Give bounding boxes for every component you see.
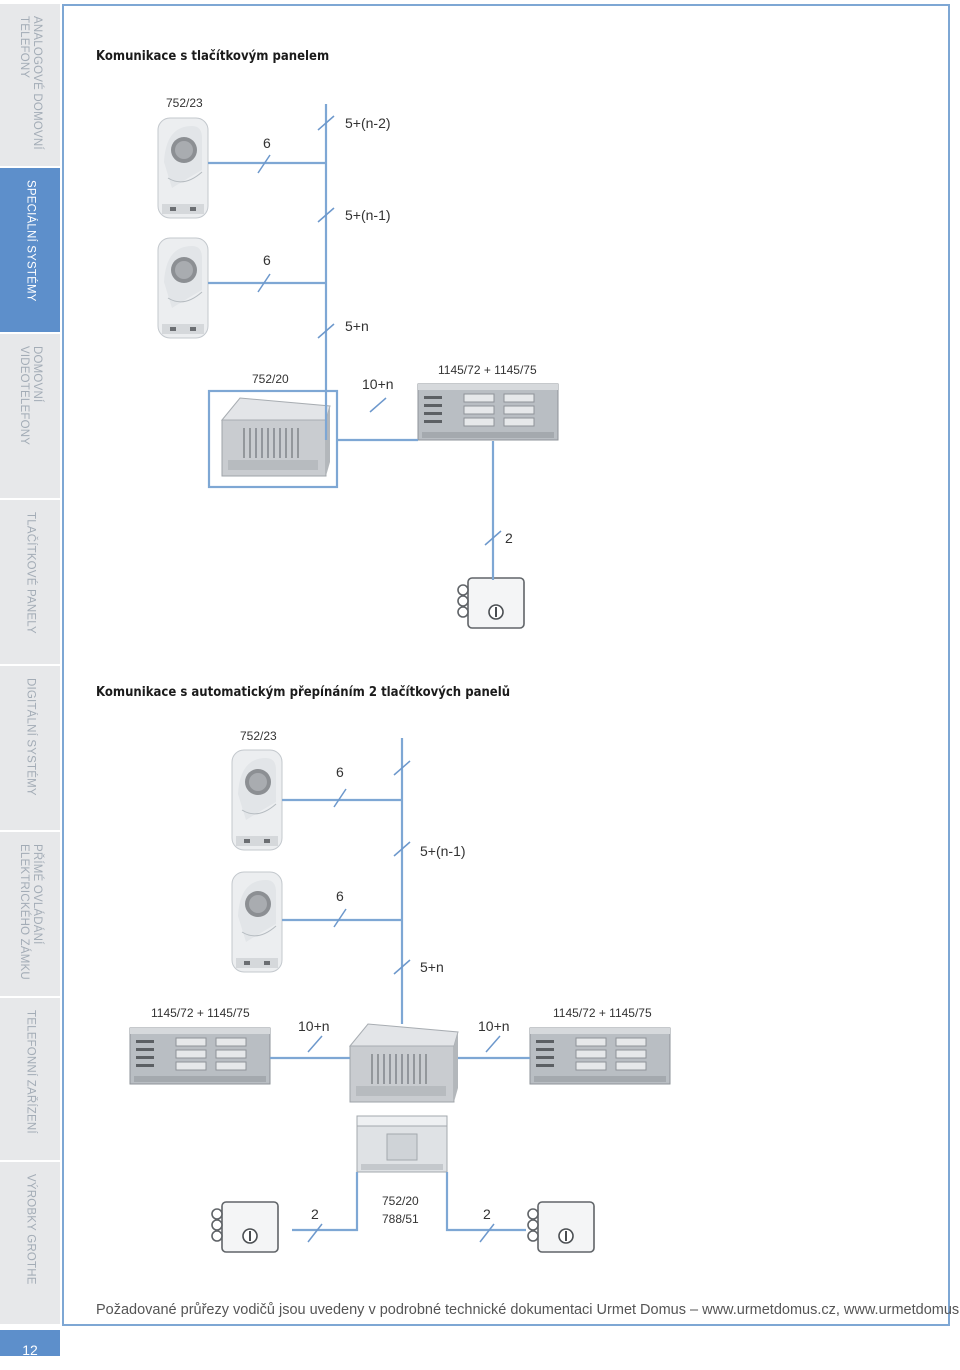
section1-title: Komunikace s tlačítkovým panelem <box>96 49 330 64</box>
handset-752-23-a <box>157 117 209 219</box>
handset-label: 752/23 <box>240 729 277 743</box>
relay-788-51 <box>356 1115 448 1173</box>
sidebar-item-digital-systems[interactable]: DIGITÁLNÍ SYSTÉMY <box>0 666 60 832</box>
section2-title: Komunikace s automatickým přepínáním 2 t… <box>96 685 511 700</box>
panel-label: 1145/72 + 1145/75 <box>438 363 537 377</box>
wire-count-label: 2 <box>311 1206 319 1222</box>
page-number: 12 <box>0 1330 60 1358</box>
content-frame <box>62 4 950 1326</box>
wire-count-label: 5+(n-1) <box>420 843 466 859</box>
button-panel-1145 <box>417 383 559 441</box>
handset-752-23-d <box>231 871 283 973</box>
wire-count-label: 2 <box>505 530 513 546</box>
psu-752-20-b <box>349 1023 459 1103</box>
wire-count-label: 10+n <box>362 376 394 392</box>
sidebar-item-special-systems[interactable]: SPECIÁLNÍ SYSTÉMY <box>0 168 60 334</box>
panel-label: 1145/72 + 1145/75 <box>553 1006 652 1020</box>
wire-count-label: 5+n <box>420 959 444 975</box>
wire-count-label: 5+n <box>345 318 369 334</box>
handset-752-23-c <box>231 749 283 851</box>
sidebar-item-button-panels[interactable]: TLAČÍTKOVÉ PANELY <box>0 500 60 666</box>
panel-label: 1145/72 + 1145/75 <box>151 1006 250 1020</box>
sidebar-item-video-phones[interactable]: DOMOVNÍ VIDEOTELEFONY <box>0 334 60 500</box>
sidebar-item-grothe-products[interactable]: VÝROBKY GROTHE <box>0 1162 60 1326</box>
wire-count-label: 2 <box>483 1206 491 1222</box>
psu-752-20 <box>221 397 331 477</box>
sidebar-item-analog-phones[interactable]: ANALOGOVÉ DOMOVNÍ TELEFONY <box>0 4 60 168</box>
wire-count-label: 6 <box>263 252 271 268</box>
handset-label: 752/23 <box>166 96 203 110</box>
button-panel-left <box>129 1027 271 1085</box>
electric-lock-right <box>527 1201 595 1253</box>
wire-count-label: 6 <box>263 135 271 151</box>
footer-note: Požadované průřezy vodičů jsou uvedeny v… <box>96 1302 960 1318</box>
sidebar-item-phone-equipment[interactable]: TELEFONNÍ ZAŘÍZENÍ <box>0 998 60 1162</box>
electric-lock-left <box>211 1201 279 1253</box>
handset-752-23-b <box>157 237 209 339</box>
section1-wires <box>208 104 502 580</box>
wire-count-label: 10+n <box>478 1018 510 1034</box>
button-panel-right <box>529 1027 671 1085</box>
sidebar-item-lock-control[interactable]: PŘÍMÉ OVLÁDÁNÍ ELEKTRICKÉHO ZÁMKU <box>0 832 60 998</box>
wire-count-label: 10+n <box>298 1018 330 1034</box>
relay-label: 788/51 <box>382 1212 419 1226</box>
psu-label: 752/20 <box>252 372 289 386</box>
wire-count-label: 6 <box>336 888 344 904</box>
section2-wires <box>270 738 530 1243</box>
wire-count-label: 5+(n-2) <box>345 115 391 131</box>
electric-lock <box>457 577 525 629</box>
wire-count-label: 6 <box>336 764 344 780</box>
psu-label: 752/20 <box>382 1194 419 1208</box>
wire-count-label: 5+(n-1) <box>345 207 391 223</box>
